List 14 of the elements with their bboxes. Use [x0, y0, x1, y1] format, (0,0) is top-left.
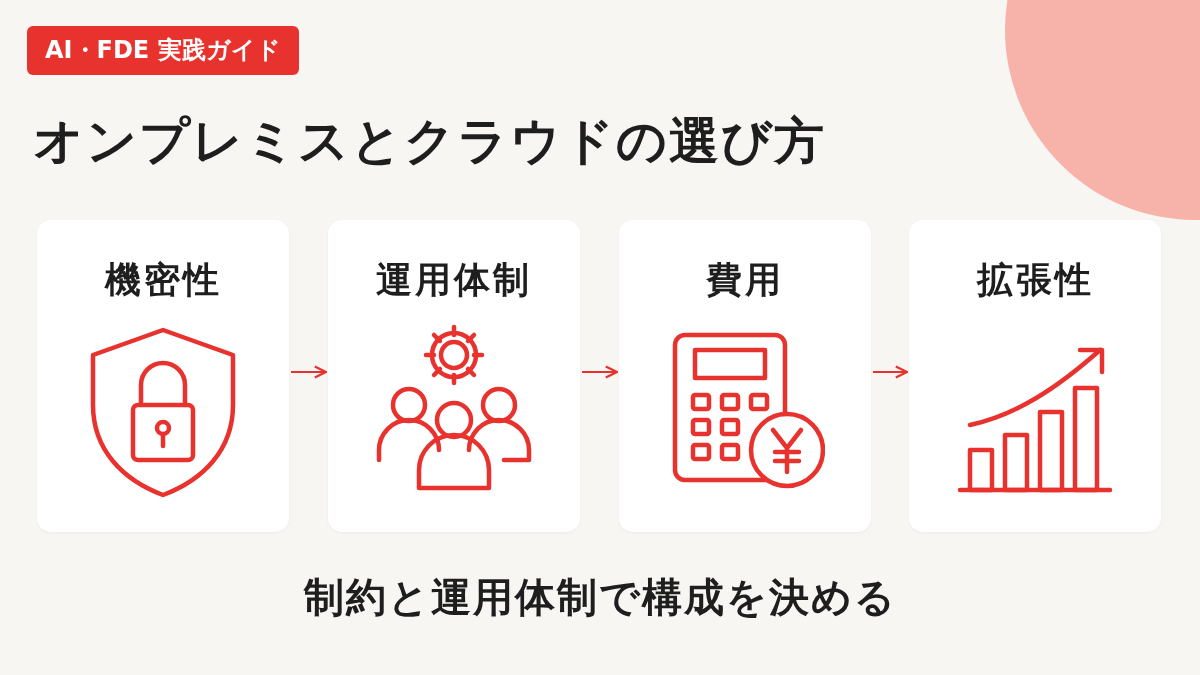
arrow — [582, 365, 619, 379]
caption: 制約と運用体制で構成を決める — [303, 573, 897, 622]
card-heading: 費用 — [706, 258, 784, 302]
card-heading: 拡張性 — [976, 258, 1094, 302]
card — [619, 220, 871, 532]
card-heading: 運用体制 — [376, 258, 532, 302]
arrow — [291, 365, 328, 379]
card — [37, 220, 289, 532]
badge-label: AI・FDE 実践ガイド — [27, 26, 299, 75]
card-heading: 機密性 — [104, 258, 222, 302]
title: オンプレミスとクラウドの選び方 — [33, 111, 826, 172]
card — [328, 220, 580, 532]
arrow — [873, 365, 909, 379]
card — [909, 220, 1161, 532]
